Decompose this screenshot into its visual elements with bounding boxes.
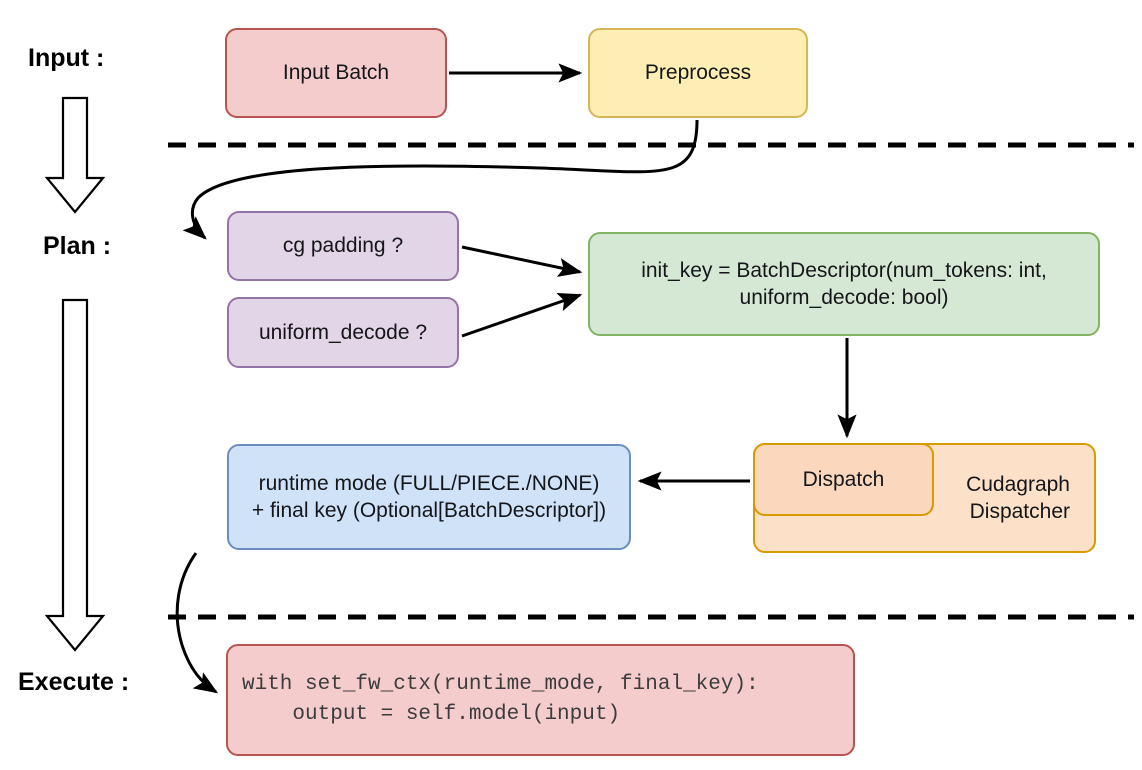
arrow-runtime-mode-to-execute-code: [175, 552, 219, 694]
preprocess-label: Preprocess: [644, 61, 752, 85]
stage-label-execute: Execute :: [18, 668, 130, 696]
cg-padding-label: cg padding ?: [282, 234, 404, 258]
arrow-uniform-decode-to-init-key: [461, 293, 583, 338]
arrow-cg-padding-to-init-key: [461, 245, 583, 277]
preprocess-node[interactable]: Preprocess: [588, 28, 808, 118]
runtime-mode-line-1: runtime mode (FULL/PIECE./NONE): [258, 471, 600, 495]
uniform-decode-node[interactable]: uniform_decode ?: [227, 297, 459, 368]
runtime-mode-line-2: + final key (Optional[BatchDescriptor]): [251, 499, 607, 522]
dispatch-node[interactable]: Dispatch: [753, 443, 934, 516]
cudagraph-dispatcher-line-1: Cudagraph: [966, 472, 1070, 496]
execute-code-line-2: output = self.model(input): [242, 703, 621, 726]
init-key-line-2: uniform_decode: bool): [739, 286, 949, 309]
input-batch-label: Input Batch: [282, 61, 390, 85]
runtime-mode-node[interactable]: runtime mode (FULL/PIECE./NONE) + final …: [227, 444, 631, 550]
execute-code-line-1: with set_fw_ctx(runtime_mode, final_key)…: [242, 672, 759, 696]
dispatch-label: Dispatch: [802, 467, 885, 491]
stage-arrow-input-to-plan: [44, 96, 106, 214]
execute-code-node[interactable]: with set_fw_ctx(runtime_mode, final_key)…: [226, 644, 855, 756]
stage-label-input: Input :: [28, 44, 105, 72]
init-key-line-1: init_key = BatchDescriptor(num_tokens: i…: [641, 258, 1047, 282]
stage-label-plan: Plan :: [43, 232, 112, 260]
init-key-node[interactable]: init_key = BatchDescriptor(num_tokens: i…: [588, 232, 1100, 336]
uniform-decode-label: uniform_decode ?: [258, 320, 428, 344]
cudagraph-dispatcher-line-2: Dispatcher: [969, 500, 1070, 523]
cg-padding-node[interactable]: cg padding ?: [227, 211, 459, 281]
input-batch-node[interactable]: Input Batch: [225, 28, 447, 118]
stage-arrow-plan-to-execute: [44, 298, 106, 652]
